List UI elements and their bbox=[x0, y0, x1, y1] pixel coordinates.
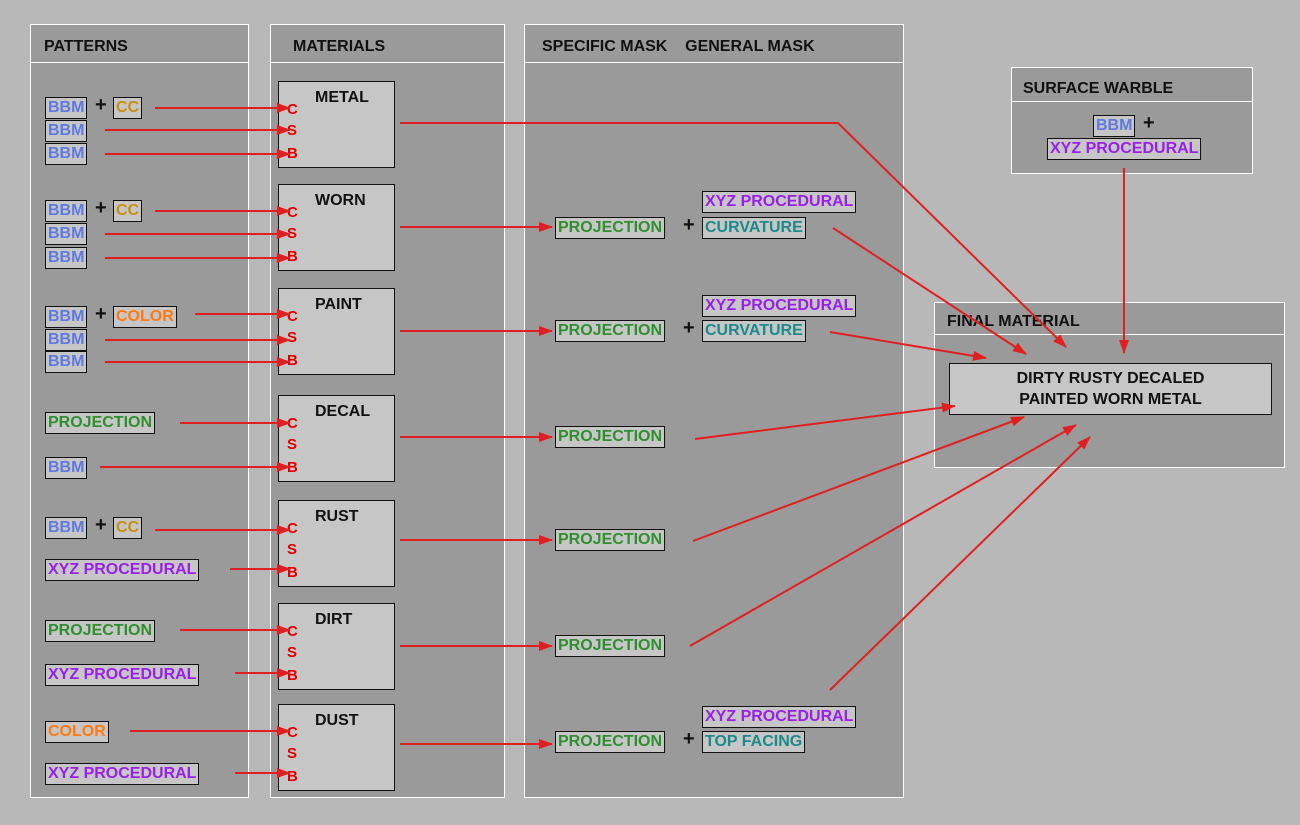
channel-b: B bbox=[287, 248, 298, 265]
channel-b: B bbox=[287, 768, 298, 785]
final-material-line1: DIRTY RUSTY DECALED bbox=[1016, 370, 1205, 387]
material-dust: DUST C S B bbox=[278, 704, 395, 791]
tag-xyz-procedural: XYZ PROCEDURAL bbox=[45, 664, 200, 686]
tag-bbm: BBM bbox=[45, 200, 88, 222]
tag-bbm: BBM bbox=[45, 143, 88, 165]
final-material-line2: PAINTED WORN METAL bbox=[1019, 391, 1202, 408]
channel-b: B bbox=[287, 564, 298, 581]
channel-b: B bbox=[287, 145, 298, 162]
tag-projection: PROJECTION bbox=[555, 426, 666, 448]
materials-title: MATERIALS bbox=[271, 25, 504, 63]
tag-cc: CC bbox=[113, 517, 143, 539]
tag-cc: CC bbox=[113, 200, 143, 222]
plus-sign: + bbox=[95, 94, 107, 116]
material-name: RUST bbox=[315, 508, 359, 525]
channel-b: B bbox=[287, 459, 298, 476]
channel-s: S bbox=[287, 122, 298, 139]
tag-color: COLOR bbox=[45, 721, 109, 743]
mask-title: SPECIFIC MASK GENERAL MASK bbox=[525, 25, 903, 63]
channel-s: S bbox=[287, 436, 298, 453]
tag-bbm: BBM bbox=[45, 329, 88, 351]
surface-warble-title: SURFACE WARBLE bbox=[1012, 68, 1252, 102]
material-worn: WORN C S B bbox=[278, 184, 395, 271]
tag-projection: PROJECTION bbox=[555, 529, 666, 551]
material-name: METAL bbox=[315, 89, 369, 106]
tag-bbm: BBM bbox=[45, 306, 88, 328]
channel-s: S bbox=[287, 329, 298, 346]
channel-c: C bbox=[287, 204, 298, 221]
channel-s: S bbox=[287, 225, 298, 242]
tag-xyz-procedural: XYZ PROCEDURAL bbox=[702, 706, 857, 728]
channel-s: S bbox=[287, 644, 298, 661]
tag-bbm: BBM bbox=[45, 247, 88, 269]
plus-sign: + bbox=[683, 728, 695, 750]
channel-c: C bbox=[287, 520, 298, 537]
tag-bbm: BBM bbox=[45, 457, 88, 479]
material-name: WORN bbox=[315, 192, 366, 209]
plus-sign: + bbox=[683, 214, 695, 236]
arrow bbox=[832, 227, 1027, 355]
arrow bbox=[694, 402, 956, 440]
channel-c: C bbox=[287, 101, 298, 118]
final-material-title: FINAL MATERIAL bbox=[935, 303, 1284, 335]
tag-projection: PROJECTION bbox=[555, 731, 666, 753]
mask-panel: SPECIFIC MASK GENERAL MASK bbox=[524, 24, 904, 798]
tag-xyz-procedural: XYZ PROCEDURAL bbox=[45, 763, 200, 785]
material-name: DECAL bbox=[315, 403, 371, 420]
tag-color: COLOR bbox=[113, 306, 177, 328]
tag-projection: PROJECTION bbox=[555, 217, 666, 239]
tag-xyz-procedural: XYZ PROCEDURAL bbox=[702, 295, 857, 317]
arrow bbox=[689, 424, 1077, 647]
tag-bbm: BBM bbox=[45, 97, 88, 119]
tag-top-facing: TOP FACING bbox=[702, 731, 806, 753]
material-name: DIRT bbox=[315, 611, 353, 628]
arrow bbox=[692, 416, 1025, 542]
tag-curvature: CURVATURE bbox=[702, 320, 806, 342]
tag-bbm: BBM bbox=[45, 351, 88, 373]
material-name: PAINT bbox=[315, 296, 362, 313]
tag-xyz-procedural: XYZ PROCEDURAL bbox=[1047, 138, 1202, 160]
tag-xyz-procedural: XYZ PROCEDURAL bbox=[702, 191, 857, 213]
tag-bbm: BBM bbox=[45, 120, 88, 142]
channel-s: S bbox=[287, 541, 298, 558]
channel-c: C bbox=[287, 623, 298, 640]
plus-sign: + bbox=[1143, 112, 1155, 134]
tag-projection: PROJECTION bbox=[555, 635, 666, 657]
tag-bbm: BBM bbox=[1093, 115, 1136, 137]
channel-s: S bbox=[287, 745, 298, 762]
plus-sign: + bbox=[95, 197, 107, 219]
channel-c: C bbox=[287, 308, 298, 325]
channel-b: B bbox=[287, 667, 298, 684]
tag-curvature: CURVATURE bbox=[702, 217, 806, 239]
tag-xyz-procedural: XYZ PROCEDURAL bbox=[45, 559, 200, 581]
material-decal: DECAL C S B bbox=[278, 395, 395, 482]
arrow bbox=[829, 331, 987, 361]
material-rust: RUST C S B bbox=[278, 500, 395, 587]
final-material-box: DIRTY RUSTY DECALED PAINTED WORN METAL bbox=[949, 363, 1272, 415]
tag-projection: PROJECTION bbox=[555, 320, 666, 342]
material-name: DUST bbox=[315, 712, 359, 729]
plus-sign: + bbox=[95, 303, 107, 325]
plus-sign: + bbox=[95, 514, 107, 536]
channel-c: C bbox=[287, 724, 298, 741]
tag-bbm: BBM bbox=[45, 517, 88, 539]
arrow bbox=[829, 436, 1091, 691]
tag-bbm: BBM bbox=[45, 223, 88, 245]
arrow bbox=[400, 122, 1067, 348]
tag-projection: PROJECTION bbox=[45, 620, 156, 642]
channel-c: C bbox=[287, 415, 298, 432]
material-dirt: DIRT C S B bbox=[278, 603, 395, 690]
patterns-title: PATTERNS bbox=[31, 25, 248, 63]
tag-cc: CC bbox=[113, 97, 143, 119]
material-metal: METAL C S B bbox=[278, 81, 395, 168]
plus-sign: + bbox=[683, 317, 695, 339]
tag-projection: PROJECTION bbox=[45, 412, 156, 434]
material-paint: PAINT C S B bbox=[278, 288, 395, 375]
channel-b: B bbox=[287, 352, 298, 369]
